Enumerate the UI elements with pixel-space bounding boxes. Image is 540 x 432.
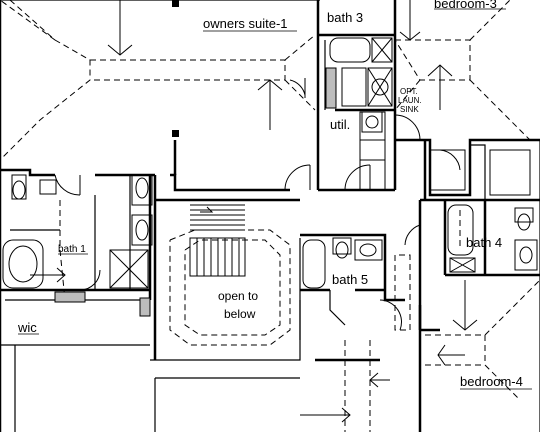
label-bath-3: bath 3 <box>327 10 363 25</box>
label-bedroom-3: bedroom-3 <box>434 0 497 11</box>
fixtures <box>2 37 538 317</box>
label-util: util. <box>330 117 350 132</box>
label-bath-5: bath 5 <box>332 272 368 287</box>
label-open-to-below-1: open to <box>218 289 258 303</box>
label-wic: wic <box>17 320 37 335</box>
post-marker <box>172 0 179 7</box>
label-open-to-below-2: below <box>224 307 256 321</box>
door-swings <box>54 78 461 331</box>
staircase <box>189 204 246 277</box>
label-bath-4: bath 4 <box>466 235 502 250</box>
label-owners-suite: owners suite-1 <box>203 16 288 31</box>
label-opt-laun-sink-2: LAUN. <box>398 96 422 105</box>
arrows <box>30 0 478 423</box>
label-opt-laun-sink-1: OPT. <box>400 87 418 96</box>
post-marker <box>172 130 179 137</box>
label-opt-laun-sink-3: SINK <box>400 105 419 114</box>
room-labels: owners suite-1 bath 3 bedroom-3 OPT. LAU… <box>17 0 532 390</box>
label-bath-1: bath 1 <box>58 244 86 255</box>
label-bedroom-4: bedroom-4 <box>460 374 523 389</box>
